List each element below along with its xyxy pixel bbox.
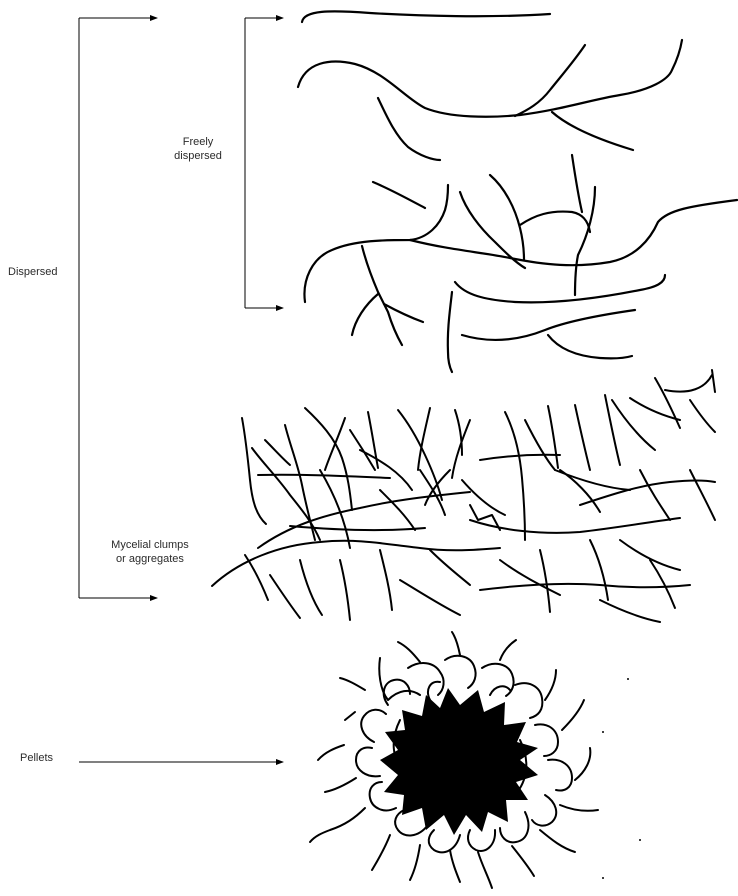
stray-specks [602, 678, 641, 879]
mycelial-clumps [212, 370, 715, 622]
dispersed-bracket [79, 18, 157, 598]
pellet [310, 632, 598, 888]
freely-dispersed-hyphae [298, 11, 737, 372]
freely-dispersed-bracket [245, 18, 283, 308]
